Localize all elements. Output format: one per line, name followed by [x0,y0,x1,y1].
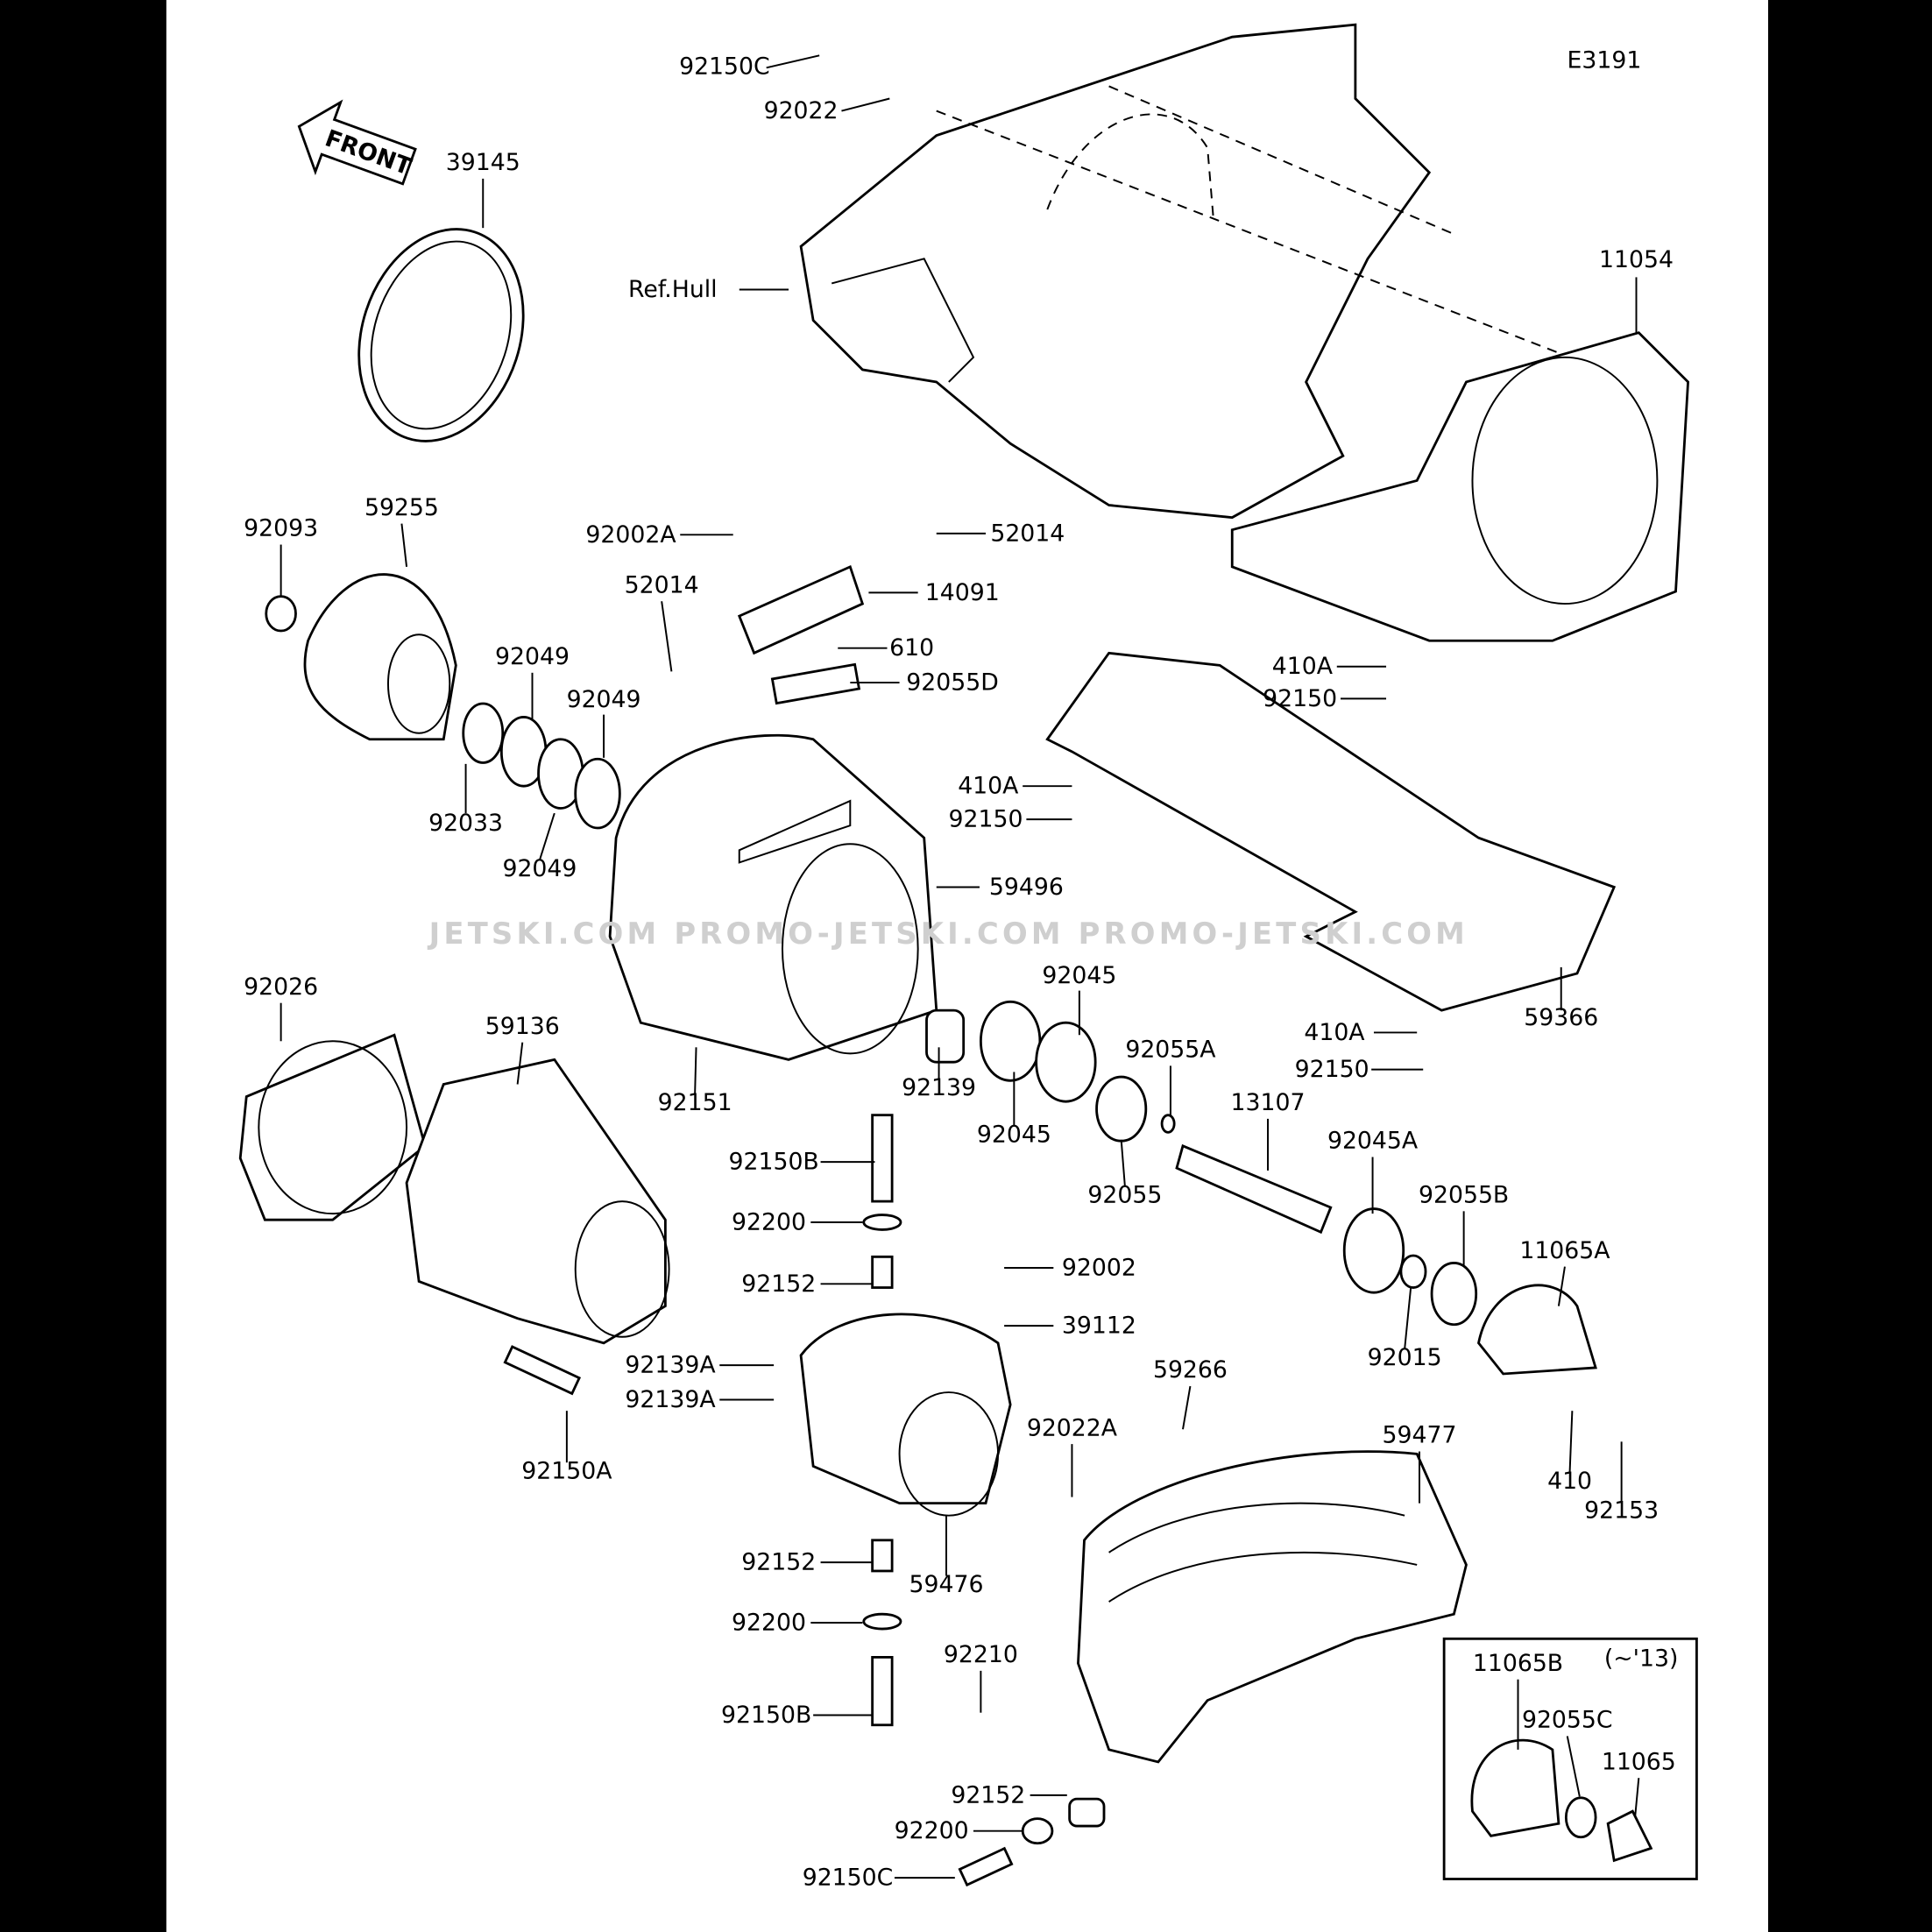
part-number-label[interactable]: 14091 [925,579,1000,606]
part-number-label[interactable]: 410A [958,773,1019,800]
part-number-label[interactable]: 92150 [1263,685,1337,712]
part-number-label[interactable]: 39112 [1062,1313,1136,1340]
part-number-label[interactable]: 92045 [1042,962,1116,989]
leader-line [1634,1778,1640,1818]
inset-box: (~'13) [1442,1637,1698,1880]
part-number-label[interactable]: 59255 [364,494,439,521]
leader-line [1404,1287,1412,1349]
part-number-label[interactable]: 59266 [1153,1356,1228,1384]
leader-line [1182,1385,1192,1430]
part-number-label[interactable]: 92150 [949,806,1023,833]
part-number-label[interactable]: 92002A [585,521,676,548]
leader-line [694,1047,697,1094]
part-number-label[interactable]: 92139A [625,1352,716,1379]
part-number-label[interactable]: 92150C [679,53,770,80]
inset-note: (~'13) [1604,1645,1679,1672]
impeller-59255 [303,573,457,741]
part-number-label[interactable]: 59496 [989,874,1064,901]
part-number-label[interactable]: 92033 [428,810,503,837]
leader-line [538,812,556,860]
part-number-label[interactable]: 92045A [1327,1128,1419,1155]
part-number-label[interactable]: 92093 [244,515,318,542]
part-number-label[interactable]: 92026 [244,973,318,1001]
part-number-label[interactable]: 52014 [625,571,699,598]
leader-line [661,601,673,672]
pump-case-59496 [608,733,938,1061]
part-number-label[interactable]: 92210 [944,1641,1018,1668]
part-number-label[interactable]: 92152 [741,1270,816,1298]
nozzle-59136 [405,1058,667,1345]
reverse-bucket-59477 [1077,1450,1468,1764]
leader-line [516,1042,524,1085]
leader-line [400,523,408,567]
part-number-label[interactable]: 92055C [1522,1707,1613,1734]
leader-line [1557,1266,1566,1306]
part-number-label[interactable]: 11054 [1599,246,1674,273]
part-number-label[interactable]: 92150 [1295,1056,1369,1083]
leader-line [1120,1139,1126,1187]
leader-line [1568,1411,1574,1473]
part-number-label[interactable]: 92022A [1027,1414,1118,1441]
ride-plate-59366 [1045,651,1617,1012]
leader-line [766,54,820,69]
part-number-label[interactable]: 410A [1272,653,1334,680]
part-number-label[interactable]: 11065A [1519,1237,1610,1264]
part-number-label[interactable]: 92200 [732,1208,806,1235]
part-number-label[interactable]: 39145 [446,149,520,176]
diagram-code: E3191 [1568,46,1642,74]
part-number-label[interactable]: 610 [889,634,934,662]
part-number-label[interactable]: 92049 [495,643,570,670]
watermark: JETSKI.COM PROMO-JETSKI.COM PROMO-JETSKI… [428,916,1468,951]
part-number-label[interactable]: 92200 [895,1817,969,1844]
ring-39145 [357,228,525,442]
part-number-label[interactable]: 92055B [1419,1182,1509,1209]
steering-nozzle-59476 [799,1313,1012,1505]
shaft-13107 [1175,1143,1333,1235]
gasket-92026 [238,1033,427,1221]
part-number-label[interactable]: 92200 [732,1609,806,1636]
part-number-label[interactable]: 92150B [721,1702,811,1729]
part-number-label[interactable]: 92002 [1062,1254,1136,1281]
part-number-label[interactable]: 52014 [990,520,1065,547]
part-number-label[interactable]: 92055A [1125,1037,1216,1064]
leader-line [1566,1736,1581,1797]
part-number-label[interactable]: 410A [1304,1019,1365,1046]
leader-line [841,97,890,112]
part-number-label[interactable]: 92055D [906,669,999,697]
part-number-label[interactable]: 92022 [764,97,839,124]
part-number-label[interactable]: 13107 [1231,1089,1306,1116]
part-number-label[interactable]: 59136 [485,1013,560,1040]
part-number-label[interactable]: 92152 [741,1549,816,1576]
part-number-label[interactable]: 92150C [803,1865,894,1892]
part-number-label[interactable]: 92150B [728,1149,818,1176]
part-number-label[interactable]: 11065B [1473,1650,1563,1677]
part-number-label[interactable]: 92139A [625,1386,716,1413]
part-number-label[interactable]: Ref.Hull [628,276,718,303]
cap-11065A [1476,1284,1597,1376]
part-number-label[interactable]: 92049 [567,686,641,713]
pump-housing-11054 [1230,331,1690,642]
hull-reference [799,23,1603,520]
part-number-label[interactable]: 92152 [951,1781,1025,1808]
part-number-label[interactable]: 59477 [1383,1422,1457,1449]
part-number-label[interactable]: 11065 [1602,1748,1676,1775]
